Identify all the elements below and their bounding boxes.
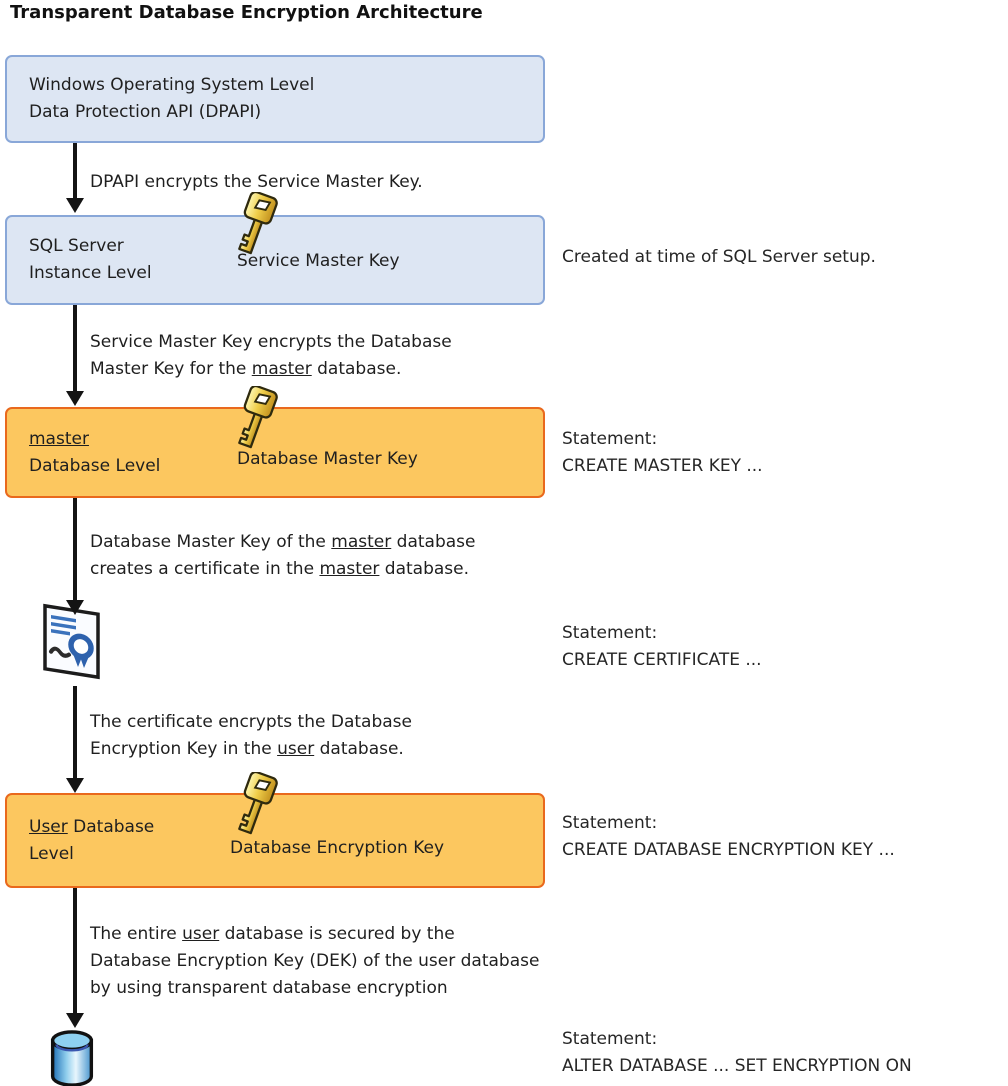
arrow-label-dpapi: DPAPI encrypts the Service Master Key. [90, 169, 423, 196]
sql-box-line2: Instance Level [29, 263, 152, 283]
user-database-level-box: User Database Level [5, 793, 545, 888]
statement-label: Statement: [562, 813, 658, 833]
label-text: database. [314, 739, 404, 759]
label-text: by using transparent database encryption [90, 978, 448, 998]
database-master-key-icon [232, 386, 282, 456]
database-cylinder-icon [50, 1030, 94, 1086]
label-underlined-user: user [277, 739, 315, 759]
arrow-label-dpapi-text: DPAPI encrypts the Service Master Key. [90, 172, 423, 192]
windows-box-line1: Windows Operating System Level [29, 75, 315, 95]
label-underlined-master: master [331, 532, 392, 552]
label-text: Database Master Key of the [90, 532, 332, 552]
label-text: Master Key for the [90, 359, 252, 379]
arrow-line-1 [73, 143, 77, 200]
master-box-underlined: master [29, 428, 89, 449]
label-text: Service Master Key encrypts the Database [90, 332, 452, 352]
arrow-label-4-line2: Encryption Key in the user database. [90, 736, 412, 763]
arrow-line-5 [73, 888, 77, 1013]
windows-box-line2: Data Protection API (DPAPI) [29, 102, 262, 122]
sql-box-line1: SQL Server [29, 236, 124, 256]
master-box-line1: master [29, 426, 543, 453]
statement-text: CREATE DATABASE ENCRYPTION KEY ... [562, 840, 895, 860]
arrow-label-4-line1: The certificate encrypts the Database [90, 709, 412, 736]
statement-text: CREATE CERTIFICATE ... [562, 650, 762, 670]
statement-create-master-key: Statement: CREATE MASTER KEY ... [562, 426, 763, 480]
arrow-label-2-line2: Master Key for the master database. [90, 356, 452, 383]
master-box-line2: Database Level [29, 455, 161, 476]
label-text: database. [379, 559, 470, 579]
arrow-head-1 [66, 198, 84, 213]
arrow-label-smk-encrypts-dmk: Service Master Key encrypts the Database… [90, 329, 452, 383]
user-box-line2: Level [29, 843, 74, 864]
statement-text: CREATE MASTER KEY ... [562, 456, 763, 476]
arrow-label-tde: The entire user database is secured by t… [90, 921, 539, 1002]
statement-alter-database: Statement: ALTER DATABASE ... SET ENCRYP… [562, 1026, 912, 1080]
arrow-label-dmk-creates-cert: Database Master Key of the master databa… [90, 529, 475, 583]
setup-note: Created at time of SQL Server setup. [562, 247, 876, 267]
statement-label: Statement: [562, 1029, 658, 1049]
windows-os-level-box: Windows Operating System Level Data Prot… [5, 55, 545, 143]
label-text: database is secured by the [219, 924, 455, 944]
arrow-label-5-line1: The entire user database is secured by t… [90, 921, 539, 948]
label-underlined-user: user [182, 924, 220, 944]
statement-create-dek: Statement: CREATE DATABASE ENCRYPTION KE… [562, 810, 895, 864]
user-box-line1: User Database [29, 814, 543, 841]
certificate-icon [43, 603, 100, 680]
statement-create-certificate: Statement: CREATE CERTIFICATE ... [562, 620, 762, 674]
label-underlined-master: master [319, 559, 380, 579]
statement-text: ALTER DATABASE ... SET ENCRYPTION ON [562, 1056, 912, 1076]
arrow-line-3 [73, 498, 77, 602]
label-text: Database Encryption Key (DEK) of the use… [90, 951, 540, 971]
arrow-label-3-line2: creates a certificate in the master data… [90, 556, 475, 583]
arrow-line-4 [73, 686, 77, 778]
arrow-line-2 [73, 305, 77, 391]
database-encryption-key-label: Database Encryption Key [230, 838, 445, 858]
arrow-label-2-line1: Service Master Key encrypts the Database [90, 329, 452, 356]
arrow-head-3 [66, 600, 84, 615]
master-database-level-box: master Database Level [5, 407, 545, 498]
sql-instance-level-box: SQL Server Instance Level [5, 215, 545, 305]
label-text: The entire [90, 924, 183, 944]
user-box-underlined: User [29, 816, 68, 837]
arrow-head-5 [66, 1013, 84, 1028]
user-box-line1-rest: Database [67, 816, 155, 837]
arrow-head-4 [66, 778, 84, 793]
label-underlined-master: master [251, 359, 312, 379]
page-title: Transparent Database Encryption Architec… [10, 2, 483, 23]
statement-label: Statement: [562, 429, 658, 449]
label-text: creates a certificate in the [90, 559, 320, 579]
database-master-key-label: Database Master Key [237, 449, 418, 469]
label-text: database. [311, 359, 402, 379]
arrow-label-cert-encrypts-dek: The certificate encrypts the Database En… [90, 709, 412, 763]
arrow-label-3-line1: Database Master Key of the master databa… [90, 529, 475, 556]
database-encryption-key-icon [232, 772, 282, 842]
label-text: Encryption Key in the [90, 739, 278, 759]
label-text: database [391, 532, 476, 552]
label-text: The certificate encrypts the Database [90, 712, 412, 732]
arrow-label-5-line3: by using transparent database encryption [90, 975, 539, 1002]
arrow-head-2 [66, 391, 84, 406]
statement-label: Statement: [562, 623, 658, 643]
service-master-key-label: Service Master Key [237, 251, 400, 271]
arrow-label-5-line2: Database Encryption Key (DEK) of the use… [90, 948, 539, 975]
